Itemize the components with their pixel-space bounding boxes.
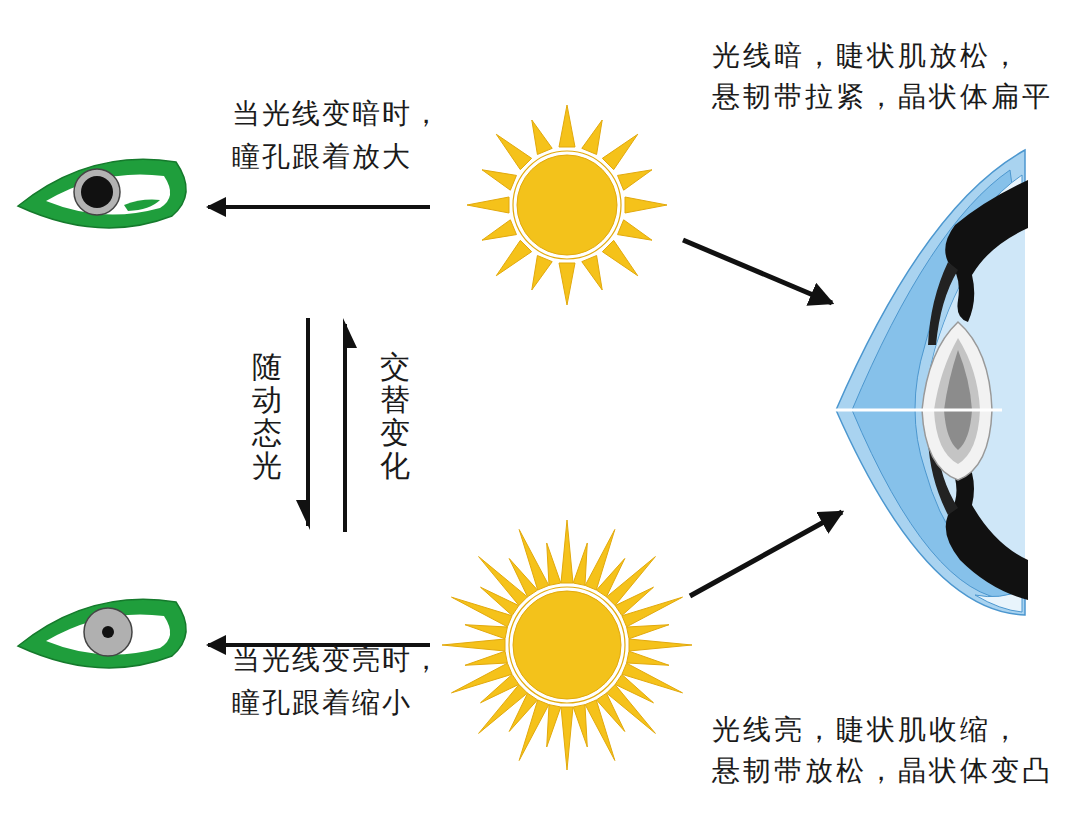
sun-ray	[573, 705, 587, 747]
pupil-note: 当光线变亮时， 瞳孔跟着缩小	[232, 638, 482, 725]
sun-ray	[602, 134, 637, 169]
eye-icon-constricted	[18, 599, 186, 668]
arrow	[683, 240, 832, 303]
sun-ray	[625, 197, 667, 213]
pupil-note: 当光线变暗时， 瞳孔跟着放大	[232, 92, 482, 179]
sun-ray	[573, 543, 587, 585]
sun-ray	[585, 700, 615, 761]
sun-ray	[618, 170, 652, 190]
sun-ray	[482, 170, 516, 190]
sun-ray	[559, 105, 575, 147]
sun-ring	[509, 587, 625, 703]
sun-ray	[519, 530, 549, 591]
eye-cross-section	[826, 150, 1028, 615]
dim-sun	[467, 105, 667, 305]
sun-ray	[547, 705, 561, 747]
sun-ray	[559, 263, 575, 305]
sun-disc	[517, 155, 617, 255]
sun-ray	[582, 120, 602, 154]
sun-ray	[532, 256, 552, 290]
sun-ray	[482, 220, 516, 240]
sun-ray	[627, 625, 669, 639]
sun-ray	[627, 651, 669, 665]
arrow	[208, 205, 430, 209]
cycle-arrows	[296, 318, 357, 532]
sun-ray	[582, 256, 602, 290]
arrow	[690, 512, 842, 596]
vertical-note: 随动态光	[252, 350, 282, 482]
sun-ray	[465, 625, 507, 639]
sun-ray	[496, 134, 531, 169]
sun-disc	[513, 591, 621, 699]
sun-ray	[442, 639, 505, 651]
eye-icon-dilated	[18, 159, 186, 228]
sun-ray	[465, 651, 507, 665]
sun-ray	[467, 197, 509, 213]
vertical-note: 交替变化	[380, 350, 410, 482]
sun-ray	[618, 220, 652, 240]
sun-ring	[513, 151, 621, 259]
sun-ray	[602, 240, 637, 275]
sun-ray	[496, 240, 531, 275]
sun-ray	[629, 639, 692, 651]
sun-ray	[561, 520, 573, 583]
sun-ray	[452, 663, 513, 693]
sun-ray	[622, 597, 683, 627]
bright-sun	[442, 520, 692, 770]
sun-ray	[547, 543, 561, 585]
condition-note: 光线亮，睫状肌收缩， 悬韧带放松，晶状体变凸	[712, 710, 1072, 791]
sun-ray	[561, 707, 573, 770]
condition-note: 光线暗，睫状肌放松， 悬韧带拉紧，晶状体扁平	[712, 36, 1072, 117]
sun-ray	[532, 120, 552, 154]
